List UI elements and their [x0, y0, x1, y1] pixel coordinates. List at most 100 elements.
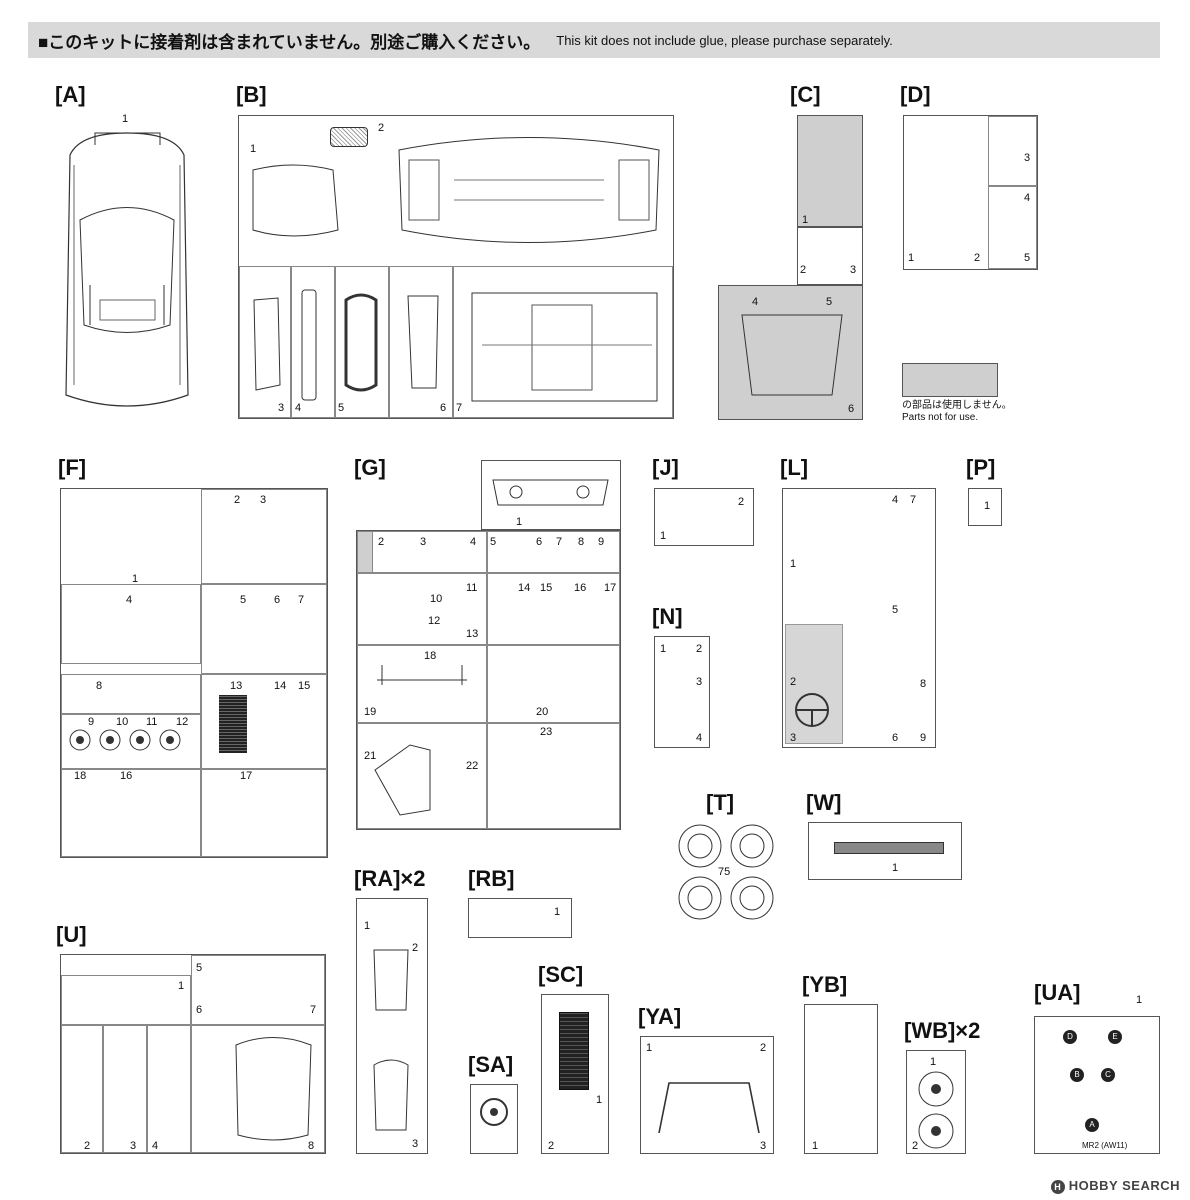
part-number: 1: [364, 920, 371, 932]
rollbar-ya3: [658, 1082, 760, 1134]
sprue-frame-sa: [470, 1084, 518, 1154]
part-number: 14: [274, 680, 287, 692]
part-number: 5: [490, 536, 497, 548]
part-number: 13: [466, 628, 479, 640]
sprue-frame-u: [60, 954, 326, 1154]
watermark-text: HOBBY SEARCH: [1068, 1178, 1180, 1193]
sprue-label-ya: [YA]: [638, 1004, 682, 1029]
chassis-part: [398, 137, 660, 243]
part-number: 1: [122, 113, 129, 125]
unused-legend-swatch: [902, 363, 998, 397]
part-number: 12: [428, 615, 441, 627]
part-number: 8: [96, 680, 103, 692]
part-number: 7: [910, 494, 917, 506]
part-number: 10: [116, 716, 129, 728]
part-number: 3: [850, 264, 857, 276]
sprue-g-top: [481, 460, 621, 530]
glue-notice-jp: ■このキットに接着剤は含まれていません。別途ご購入ください。: [38, 32, 541, 52]
sprue-label-c: [C]: [790, 82, 821, 107]
part-number: 4: [892, 494, 899, 506]
part-number: 2: [378, 122, 385, 134]
body-shell-illustration: [65, 132, 189, 407]
sprue-frame-yb: [804, 1004, 878, 1154]
sprue-label-f: [F]: [58, 455, 87, 480]
hobby-search-logo-icon: H: [1050, 1180, 1065, 1194]
part-number: 4: [126, 594, 133, 606]
part-number: 6: [196, 1004, 203, 1016]
part-number: 6: [440, 402, 447, 414]
sprue-label-u: [U]: [56, 922, 87, 947]
part-number: 1: [132, 573, 139, 585]
part-number: 4: [470, 536, 477, 548]
sprue-label-g: [G]: [354, 455, 386, 480]
part-number: 2: [800, 264, 807, 276]
part-number: 11: [466, 582, 478, 594]
part-number: 5: [338, 402, 345, 414]
part-number: 23: [540, 726, 553, 738]
sprue-frame-d: [903, 115, 1038, 270]
part-number: 3: [790, 732, 797, 744]
part-number: 18: [74, 770, 87, 782]
decal-marker-a: A: [1085, 1118, 1099, 1132]
windshield-u8: [235, 1037, 312, 1141]
part-number: 11: [146, 716, 158, 728]
part-number: 6: [892, 732, 899, 744]
part-number: 17: [604, 582, 617, 594]
sprue-frame-l: [782, 488, 936, 748]
sprue-label-a: [A]: [55, 82, 86, 107]
part-number: 1: [984, 500, 991, 512]
part-number: 6: [536, 536, 543, 548]
sprue-label-n: [N]: [652, 604, 683, 629]
part-number: 8: [578, 536, 585, 548]
sprue-frame-n: [654, 636, 710, 748]
part-number: 1: [790, 558, 797, 570]
glue-notice-en: This kit does not include glue, please p…: [556, 32, 893, 48]
part-number: 18: [424, 650, 437, 662]
part-number: 10: [430, 593, 443, 605]
part-number: 4: [152, 1140, 159, 1152]
sprue-c-lower: [718, 285, 863, 420]
part-number: 15: [298, 680, 311, 692]
steering-wheel-sa: [480, 1098, 508, 1126]
sprue-frame-ra: [356, 898, 428, 1154]
sprue-label-sa: [SA]: [468, 1052, 514, 1077]
legend-text-jp: の部品は使用しません。: [902, 400, 1012, 411]
wheels-wb: [918, 1071, 954, 1149]
panel-b4: [301, 289, 317, 401]
frame-b5: [344, 293, 378, 392]
part-number: 7: [556, 536, 563, 548]
steering-wheel-l3: [795, 693, 829, 727]
part-number: 4: [295, 402, 302, 414]
part-number: 3: [278, 402, 285, 414]
part-number: 2: [84, 1140, 91, 1152]
tub-c6: [741, 314, 843, 396]
sprue-c-upper: [797, 115, 863, 227]
part-number: 1: [930, 1056, 937, 1068]
sprue-label-l: [L]: [780, 455, 809, 480]
decal-marker-b: B: [1070, 1068, 1084, 1082]
part-number: 1: [250, 143, 257, 155]
part-number: 8: [920, 678, 927, 690]
sprue-label-wb: [WB]×2: [904, 1018, 981, 1043]
part-number: 1: [178, 980, 185, 992]
part-number: 2: [378, 536, 385, 548]
sprue-c-mid: [797, 227, 863, 285]
part-number: 20: [536, 706, 549, 718]
sprue-label-p: [P]: [966, 455, 996, 480]
tires-t: [678, 824, 774, 920]
part-number: 4: [1024, 192, 1031, 204]
seats-ra: [373, 949, 409, 1131]
sprue-label-ra: [RA]×2: [354, 866, 426, 891]
part-number: 1: [660, 643, 667, 655]
part-number: 5: [240, 594, 247, 606]
part-number: 2: [760, 1042, 767, 1054]
part-number: 16: [574, 582, 587, 594]
part-number: 5: [196, 962, 203, 974]
part-number: 4: [696, 732, 703, 744]
part-number: 19: [364, 706, 377, 718]
part-number: 2: [790, 676, 797, 688]
part-number: 1: [812, 1140, 819, 1152]
part-number: 1: [646, 1042, 653, 1054]
part-number: 3: [420, 536, 427, 548]
part-number: 6: [848, 403, 855, 415]
